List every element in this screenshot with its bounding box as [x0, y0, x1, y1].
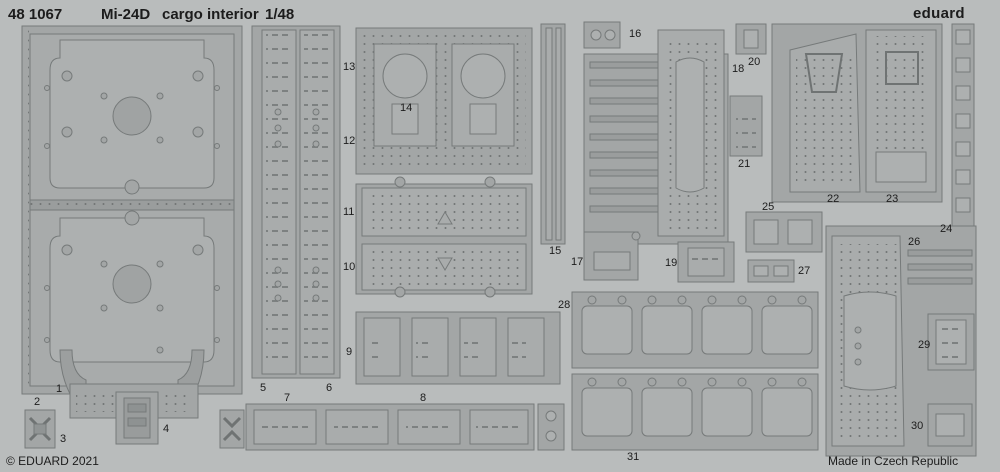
part-label-12: 12	[343, 135, 356, 147]
part-label-9: 9	[346, 346, 353, 358]
part-label-28: 28	[558, 299, 571, 311]
part-label-24: 24	[940, 223, 953, 235]
part-label-7: 7	[284, 392, 291, 404]
part-16-top	[583, 21, 621, 49]
part-2-3-clamps-mid	[219, 409, 245, 449]
part-label-26: 26	[908, 236, 921, 248]
product-name: Mi-24D	[101, 6, 151, 23]
part-27-tabs	[747, 259, 795, 283]
part-label-5: 5	[260, 382, 267, 394]
part-1-floor-panel	[21, 25, 243, 419]
part-label-30: 30	[911, 420, 924, 432]
part-label-10: 10	[343, 261, 356, 273]
product-number: 48 1067	[8, 6, 63, 23]
part-16-bottom	[537, 403, 565, 451]
part-31-belts	[571, 373, 819, 451]
part-21-vent	[729, 95, 763, 157]
part-25-buckles	[745, 211, 823, 253]
part-label-11: 11	[343, 206, 355, 218]
part-4-bracket	[115, 391, 159, 445]
product-subtitle: cargo interior	[162, 6, 259, 23]
part-label-13: 13	[343, 61, 356, 73]
part-label-14: 14	[400, 102, 413, 114]
part-label-29: 29	[918, 339, 931, 351]
origin-label: Made in Czech Republic	[828, 454, 959, 468]
part-label-1: 1	[56, 383, 63, 395]
brand-logo: eduard	[913, 5, 965, 22]
part-label-20: 20	[748, 56, 761, 68]
part-label-16: 16	[629, 28, 642, 40]
part-label-4: 4	[163, 423, 170, 435]
part-28-belts	[571, 291, 819, 369]
part-label-3: 3	[60, 433, 67, 445]
part-19-box	[677, 241, 735, 283]
part-label-17: 17	[571, 256, 584, 268]
part-12-13-14-panel	[355, 27, 533, 175]
part-label-23: 23	[886, 193, 899, 205]
copyright: © EDUARD 2021	[6, 454, 99, 468]
part-label-2: 2	[34, 396, 41, 408]
part-label-8: 8	[420, 392, 427, 404]
part-label-21: 21	[738, 158, 751, 170]
part-10-11-panel	[355, 176, 533, 298]
part-label-27: 27	[798, 265, 811, 277]
part-15-strip	[540, 23, 566, 245]
part-24-clips	[951, 23, 975, 245]
part-label-25: 25	[762, 201, 775, 213]
part-label-22: 22	[827, 193, 840, 205]
scale-label: 1/48	[265, 6, 295, 23]
part-9-seat-cushions	[355, 311, 561, 385]
part-label-31: 31	[627, 451, 640, 463]
part-2-3-clamps-left	[24, 409, 56, 449]
part-30-clip	[927, 403, 973, 447]
part-label-6: 6	[326, 382, 333, 394]
part-ribbed-panel	[583, 29, 729, 245]
part-18-20	[735, 23, 767, 55]
part-label-19: 19	[665, 257, 678, 269]
part-label-15: 15	[549, 245, 562, 257]
part-5-6-strips	[251, 25, 341, 379]
part-26-door-panel	[825, 225, 977, 457]
part-17-mount	[583, 231, 641, 281]
part-label-18: 18	[732, 63, 745, 75]
part-29-bracket	[927, 313, 975, 371]
part-22-23-panels	[771, 23, 943, 203]
part-7-8-seat-frames	[245, 403, 535, 451]
